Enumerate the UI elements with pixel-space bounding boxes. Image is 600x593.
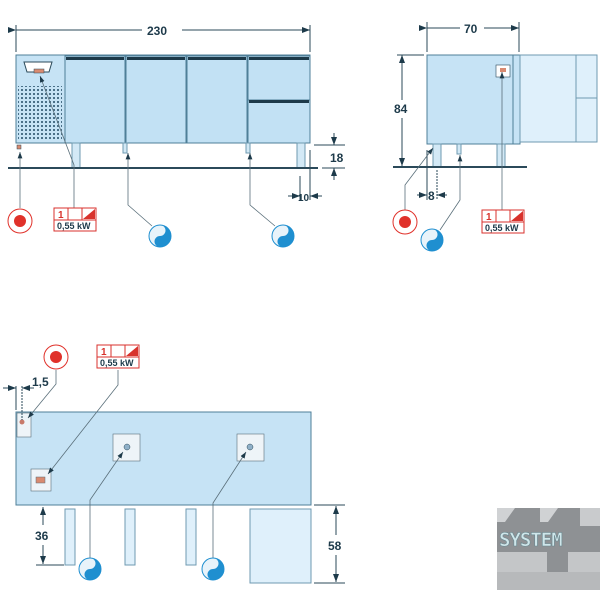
width-dimension: 230 xyxy=(147,24,167,38)
power-rating: 0,55 kW xyxy=(485,223,519,233)
drawer-1 xyxy=(247,55,311,101)
leg-depth-dimension: 36 xyxy=(35,529,49,543)
leg-height-dimension: 18 xyxy=(330,151,344,165)
door-2 xyxy=(125,55,187,144)
power-label: 1 0,55 kW xyxy=(53,207,97,232)
phase-count: 1 xyxy=(101,347,107,358)
door-3 xyxy=(186,55,248,144)
system-logo: SYSTEM xyxy=(497,508,600,590)
front-view: 230 18 10 1 0,55 kW xyxy=(7,24,345,248)
drawer-depth-dimension: 58 xyxy=(328,539,342,553)
control-panel-icon xyxy=(33,68,45,74)
drain-icon xyxy=(7,208,33,234)
condenser-grille xyxy=(18,86,62,141)
drain-icon xyxy=(392,209,418,235)
door-1 xyxy=(64,55,126,144)
top-view: 1,5 36 58 1 0,55 kW xyxy=(3,344,345,584)
water-connection-icon xyxy=(148,224,172,248)
power-label: 1 0,55 kW xyxy=(96,344,140,369)
drawer-2 xyxy=(247,99,311,144)
drain-offset-dimension: 8 xyxy=(428,189,435,203)
water-connection-icon xyxy=(271,224,295,248)
power-label: 1 0,55 kW xyxy=(481,209,525,234)
drain-icon xyxy=(43,344,69,370)
water-connection-icon xyxy=(420,228,444,252)
leg-offset-dimension: 10 xyxy=(298,193,310,204)
depth-dimension: 70 xyxy=(464,22,478,36)
side-view: 70 84 8 1 0,55 kW xyxy=(392,22,598,252)
height-dimension: 84 xyxy=(394,102,408,116)
logo-text: SYSTEM xyxy=(499,529,562,551)
water-connection-icon xyxy=(78,557,102,581)
power-rating: 0,55 kW xyxy=(100,358,134,368)
phase-count: 1 xyxy=(58,210,64,221)
phase-count: 1 xyxy=(486,212,492,223)
water-connection-icon xyxy=(201,557,225,581)
power-rating: 0,55 kW xyxy=(57,221,91,231)
edge-offset-dimension: 1,5 xyxy=(32,375,49,389)
